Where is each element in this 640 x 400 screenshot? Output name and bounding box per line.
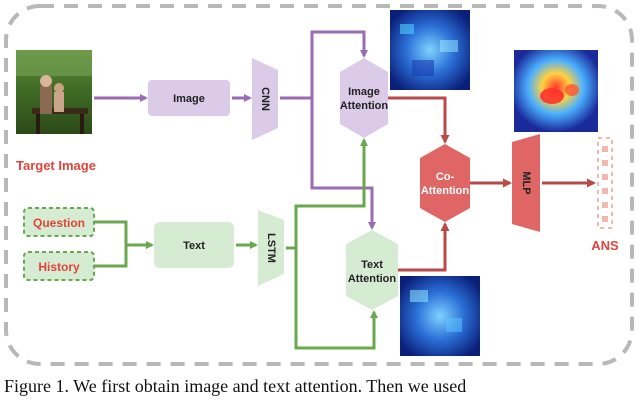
image-attention-hexagon	[340, 58, 388, 138]
co-attention-label-2: Attention	[421, 185, 470, 197]
target-image-label: Target Image	[16, 158, 96, 173]
cnn-block	[252, 58, 278, 140]
ans-label: ANS	[591, 238, 619, 253]
cnn-label: CNN	[259, 87, 271, 111]
answer-vector	[597, 137, 613, 229]
image-attention-heatmap	[390, 10, 470, 90]
co-attention-heatmap	[514, 50, 598, 132]
image-attention-label-2: Attention	[340, 100, 389, 112]
arrow-lstm-to-image-attention	[286, 138, 368, 250]
lstm-label: LSTM	[265, 233, 277, 263]
figure-caption: Figure 1. We first obtain image and text…	[4, 376, 467, 396]
text-attention-label-1: Text	[361, 259, 383, 271]
text-attention-label-2: Attention	[348, 273, 397, 285]
history-label: History	[38, 260, 80, 274]
outer-dashed-border	[4, 4, 634, 366]
question-label: Question	[33, 216, 85, 230]
text-box	[154, 222, 234, 268]
text-attention-heatmap	[400, 276, 480, 356]
co-attention-label-1: Co-	[436, 171, 455, 183]
arrow-cnn-to-text-attention	[310, 98, 376, 230]
image-box-label: Image	[173, 93, 205, 105]
image-attention-label-1: Image	[348, 86, 380, 98]
text-box-label: Text	[183, 240, 205, 252]
arrow-text-attention-to-co-attention	[398, 222, 450, 272]
text-attention-hexagon	[346, 230, 398, 310]
arrow-question-to-text	[94, 220, 154, 249]
mlp-label: MLP	[520, 171, 532, 194]
lstm-block	[258, 210, 284, 286]
arrow-cnn-to-image-attention	[280, 30, 368, 100]
image-box	[148, 80, 230, 116]
target-image-photo	[16, 50, 92, 134]
co-attention-hexagon	[420, 144, 470, 222]
mlp-block	[512, 134, 540, 232]
arrow-image-attention-to-co-attention	[388, 96, 450, 144]
arrow-lstm-to-text-attention	[294, 248, 378, 350]
arrow-history-to-text	[94, 245, 128, 268]
